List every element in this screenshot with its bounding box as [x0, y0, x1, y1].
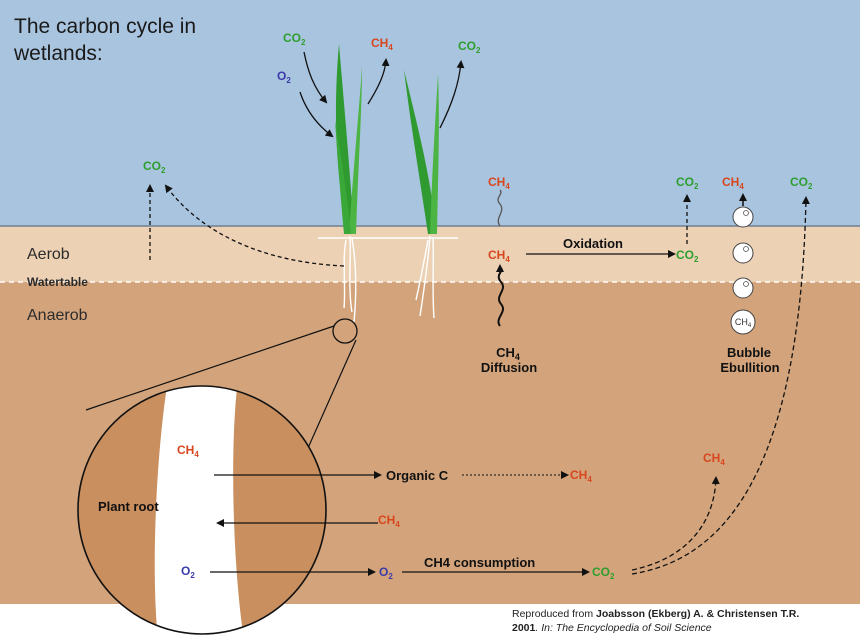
gas-label-co2-plant-in: CO2 [283, 31, 306, 47]
arrow-co2-out-of-plant [439, 60, 465, 129]
gas-label-ch4-atmosphere-ebullition: CH4 [722, 175, 744, 191]
plant-gas-exchange-arrows [299, 51, 465, 138]
arrow-o2-into-plant [299, 91, 334, 138]
gas-label-co2-consumption: CO2 [592, 565, 615, 581]
gas-label-o2-in-root: O2 [181, 564, 195, 580]
label-bubble: Bubble [727, 345, 771, 360]
label-ch4-consumption: CH4 consumption [424, 555, 535, 570]
diagram-title-line1: The carbon cycle in [14, 15, 196, 38]
gas-label-ch4-in-root: CH4 [177, 443, 199, 459]
arrow-dashed-to-co2-far-right [631, 196, 810, 575]
gas-label-co2-soil-left: CO2 [143, 159, 166, 175]
citation-line-1: Reproduced from Joabsson (Ekberg) A. & C… [512, 608, 799, 620]
diagram-title-line2: wetlands: [13, 42, 103, 65]
grass-plant-right [404, 70, 439, 319]
arrow-co2-into-plant [303, 51, 328, 104]
bubble-2 [732, 242, 754, 264]
gas-label-ch4-plant-out: CH4 [371, 36, 393, 52]
arrow-ch4-out-of-plant [367, 58, 390, 105]
label-diffusion: Diffusion [481, 360, 537, 375]
bubble-4-ch4 [730, 309, 756, 335]
squiggle-diffusion-upper [497, 189, 503, 227]
gas-label-co2-far-right: CO2 [790, 175, 813, 191]
citation-line-2: 2001. In: The Encyclopedia of Soil Scien… [512, 622, 712, 634]
root-zoom-callout [85, 318, 358, 449]
label-ch4-diffusion-top: CH4 [496, 345, 520, 362]
zone-label-aerob: Aerob [27, 246, 70, 263]
label-oxidation: Oxidation [563, 236, 623, 251]
gas-label-ch4-from-organic-c: CH4 [570, 468, 592, 484]
zone-label-anaerob: Anaerob [27, 307, 88, 324]
ebullition-bubbles: CH4 [730, 206, 756, 335]
root-zoom-spot [332, 318, 358, 344]
aerob-soil-layer [0, 226, 860, 282]
arrow-dashed-to-ch4-right [631, 476, 720, 571]
label-ebullition: Ebullition [720, 360, 779, 375]
gas-label-o2-rhizosphere: O2 [379, 565, 393, 581]
gas-label-ch4-aerob-layer: CH4 [488, 248, 510, 264]
arrow-root-respiration-co2 [164, 184, 345, 267]
gas-label-ch4-atmosphere-diffusion: CH4 [488, 175, 510, 191]
zone-label-watertable: Watertable [27, 275, 88, 289]
gas-label-co2-plant-out: CO2 [458, 39, 481, 55]
gas-label-o2-plant-in: O2 [277, 69, 291, 85]
root-interior [154, 386, 244, 634]
gas-label-co2-oxidation: CO2 [676, 248, 699, 264]
bubble-3 [732, 277, 754, 299]
bubble-1 [732, 206, 754, 228]
label-plant-root: Plant root [98, 499, 159, 514]
gas-label-ch4-right-soil: CH4 [703, 451, 725, 467]
grass-plant-left [318, 44, 458, 323]
gas-label-ch4-into-root: CH4 [378, 513, 400, 529]
bubble-ch4-label: CH4 [735, 317, 752, 329]
squiggle-diffusion-lower [497, 267, 504, 327]
gas-label-co2-atmosphere-oxidation: CO2 [676, 175, 699, 191]
label-organic-c: Organic C [386, 468, 449, 483]
